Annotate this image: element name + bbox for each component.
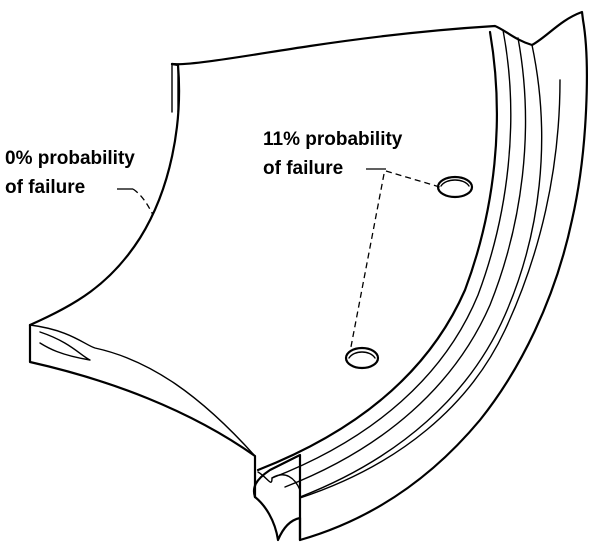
left-end-curve	[39, 331, 91, 361]
slot-profile-detail	[257, 471, 301, 491]
left-label-line2: of failure	[5, 177, 85, 198]
left-end-face-top-edge	[29, 324, 256, 457]
right-leader-to-upper-hole	[385, 170, 444, 189]
outer-face-lower-edge	[299, 79, 561, 499]
left-label-line1: 0% probability	[5, 148, 135, 169]
rim-inner-edge	[256, 30, 498, 472]
left-leader	[132, 188, 154, 216]
right-label-line1: 11% probability	[263, 129, 403, 150]
slot-profile-front	[253, 495, 302, 542]
right-leader-to-lower-hole	[349, 173, 385, 353]
left-end-face	[28, 323, 257, 499]
back-left-chamfer	[171, 63, 179, 113]
right-label-line2: of failure	[263, 158, 343, 179]
leader-lines	[117, 168, 444, 353]
top-face-outline	[170, 10, 588, 542]
outer-wall-edge	[299, 44, 543, 498]
hole-lower	[344, 346, 380, 370]
rim-ridge	[271, 29, 512, 479]
disk-segment-body	[28, 10, 588, 542]
slot-floor	[284, 37, 527, 488]
hole-upper	[436, 175, 474, 199]
